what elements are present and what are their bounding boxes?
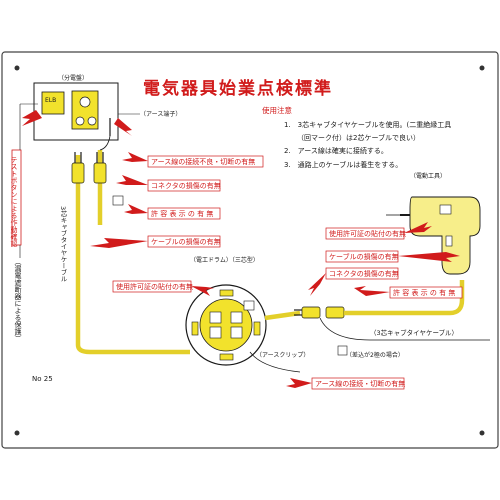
arrow-drum-rating — [191, 286, 214, 296]
sign-border — [1, 51, 499, 449]
connector-left-box — [147, 179, 221, 192]
connector-right-label: コネクタの損傷の有無 — [329, 269, 399, 278]
plug-left-label: 許 容 表 示 の 有 無 — [151, 209, 213, 218]
drum-outlet-b — [230, 311, 243, 324]
plug-left-box — [147, 207, 221, 220]
drum-slot-right — [253, 321, 261, 336]
drum-slot-left — [191, 321, 199, 336]
rating-right-label: 許 容 表 示 の 有 無 — [393, 288, 455, 297]
breaker-label: ELB — [45, 97, 56, 104]
drum-permit-sticker — [243, 300, 255, 311]
cable-right-note: （差込が2極の場合） — [346, 351, 404, 359]
sign-number: No 25 — [32, 375, 53, 383]
arrow-panel — [22, 110, 42, 126]
cable-panel-drum — [75, 155, 190, 355]
cable-right-label: （3芯キャブタイヤケーブル） — [370, 328, 458, 337]
drum-label: （電工ドラム）（三芯型） — [190, 256, 259, 264]
cable-right-check-label: ケーブルの損傷の有無 — [329, 252, 399, 261]
panel-label: （分電盤） — [58, 74, 88, 82]
power-tool — [409, 196, 481, 275]
connector-left-label: コネクタの損傷の有無 — [151, 181, 221, 190]
notes-heading: 使用注意 — [262, 105, 292, 115]
arrow-tool-permit — [404, 222, 432, 233]
sign-title: 電気器具始業点検標準 — [143, 78, 333, 99]
cable-right-box — [325, 250, 399, 263]
arrow-connector-right — [308, 273, 326, 296]
mounting-hole-tl — [14, 65, 20, 71]
plug-right-2 — [325, 306, 345, 319]
plug-rating-tag — [112, 195, 124, 206]
mounting-hole-tr — [479, 65, 485, 71]
elb-protection-note: （漏電遮断器による保護） — [14, 258, 22, 342]
test-button-note: テストボタンによる作動確認 — [10, 156, 18, 247]
arrow-connector-left — [116, 175, 148, 185]
mounting-hole-bl — [14, 430, 20, 436]
drum-ground-wire — [249, 351, 301, 373]
arrow-ground-terminal — [114, 118, 132, 136]
mounting-hole-br — [479, 430, 485, 436]
plug-right-1 — [301, 306, 321, 319]
outlet-socket-bottom-r — [87, 116, 97, 126]
ground-terminal-label: （アース端子） — [140, 110, 181, 118]
tool-permit-label: 使用許可証の貼付の有無 — [329, 229, 406, 238]
drum-clip-label: （アースクリップ） — [256, 352, 309, 359]
arrow-ground-top — [122, 152, 148, 162]
notes-item-1: 1. 3芯キャブタイヤケーブルを使用。(二重絶縁工具 — [284, 120, 451, 129]
ground-wire-bottom-box — [311, 377, 405, 390]
cable-left-box — [147, 235, 221, 248]
cable-left-check-label: ケーブルの損傷の有無 — [151, 237, 221, 246]
drum-slot-top — [219, 289, 234, 297]
arrow-ground-bottom — [286, 378, 312, 388]
outlet-socket-bottom-l — [75, 116, 85, 126]
drum-slot-bottom — [219, 353, 234, 361]
cable-right-tag — [337, 345, 348, 356]
tool-permit-box — [325, 227, 405, 240]
ground-wire-top-box — [147, 155, 264, 168]
cable-left-label: 3芯キャブタイヤケーブル — [59, 206, 67, 282]
cable-plug-to-tool — [344, 280, 465, 316]
drum-outlet-c — [209, 326, 222, 339]
drum-rating-label: 使用許可証の貼付の有無 — [116, 282, 193, 291]
drum-rating-box — [112, 280, 192, 293]
drum-outlet-a — [209, 311, 222, 324]
ground-wire-top-label: アース線の接続不良・切断の有無 — [151, 157, 255, 166]
plug-left-1 — [71, 162, 85, 184]
notes-item-1b: （回マーク付）は2芯ケーブルで良い） — [297, 133, 420, 142]
arrow-cable-left — [90, 238, 148, 248]
ground-wire-bottom-label: アース線の接続・切断の有無 — [315, 379, 405, 388]
tool-trigger — [445, 235, 453, 247]
notes-item-2: 2. アース線は確実に接続する。 — [284, 146, 388, 155]
ground-wire-left — [99, 135, 111, 151]
drum-outlet-d — [230, 326, 243, 339]
outlet-socket-top — [79, 96, 91, 108]
notes-item-3: 3. 通路上のケーブルは養生をする。 — [284, 160, 402, 169]
arrow-cable-right — [398, 252, 460, 262]
tool-permit-sticker — [439, 204, 452, 215]
rating-right-box — [389, 286, 463, 299]
cable-extension-right — [319, 317, 490, 341]
plug-left-2 — [93, 162, 107, 184]
arrow-rating-right — [354, 286, 390, 296]
test-button-note-box — [11, 149, 22, 246]
tool-label: （電動工具） — [410, 172, 446, 180]
breaker-elb — [41, 91, 65, 115]
arrow-plug-left — [124, 204, 148, 214]
connector-right-box — [325, 267, 399, 280]
cable-drum-tool — [264, 310, 301, 321]
